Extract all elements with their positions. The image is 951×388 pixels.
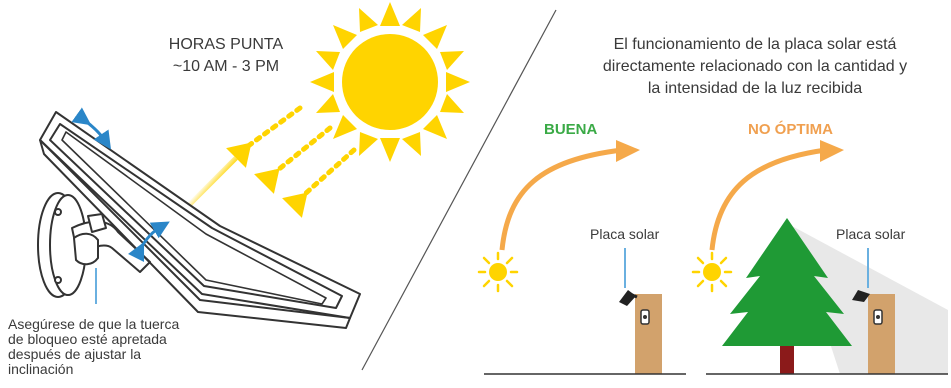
info-line-2: directamente relacionado con la cantidad… (602, 58, 908, 75)
solar-panel-icon (37, 111, 361, 329)
tree-icon (722, 218, 852, 374)
camera-icon (852, 290, 870, 302)
note-line-4: inclinación (8, 361, 74, 377)
divider-line (361, 9, 557, 371)
info-line-3: la intensidad de la luz recibida (647, 80, 863, 97)
info-line-1: El funcionamiento de la placa solar está (613, 36, 897, 53)
note-line-3: después de ajustar la (8, 346, 142, 362)
good-scenario (477, 140, 686, 375)
lock-nut-note: Asegúrese de que la tuerca de bloqueo es… (8, 317, 179, 377)
peak-hours-label: HORAS PUNTA ~10 AM - 3 PM (156, 34, 296, 78)
tilt-arrow-icon (71, 107, 170, 263)
note-line-2: de bloqueo esté apretada (8, 331, 167, 347)
note-line-1: Asegúrese de que la tuerca (8, 316, 180, 332)
sun-icon (691, 251, 733, 293)
panel-label-good: Placa solar (590, 226, 660, 242)
not-optimal-label: NO ÓPTIMA (748, 121, 833, 138)
camera-icon (619, 290, 638, 306)
sun-icon (310, 2, 470, 162)
light-ray-arrow-icon (184, 142, 308, 218)
panel-label-bad: Placa solar (836, 226, 906, 242)
peak-hours-title: HORAS PUNTA (168, 36, 284, 53)
good-label: BUENA (544, 121, 598, 138)
info-text: El funcionamiento de la placa solar está… (555, 34, 951, 100)
sun-icon (477, 251, 519, 293)
bad-scenario (691, 140, 948, 375)
peak-hours-range: ~10 AM - 3 PM (172, 58, 280, 75)
